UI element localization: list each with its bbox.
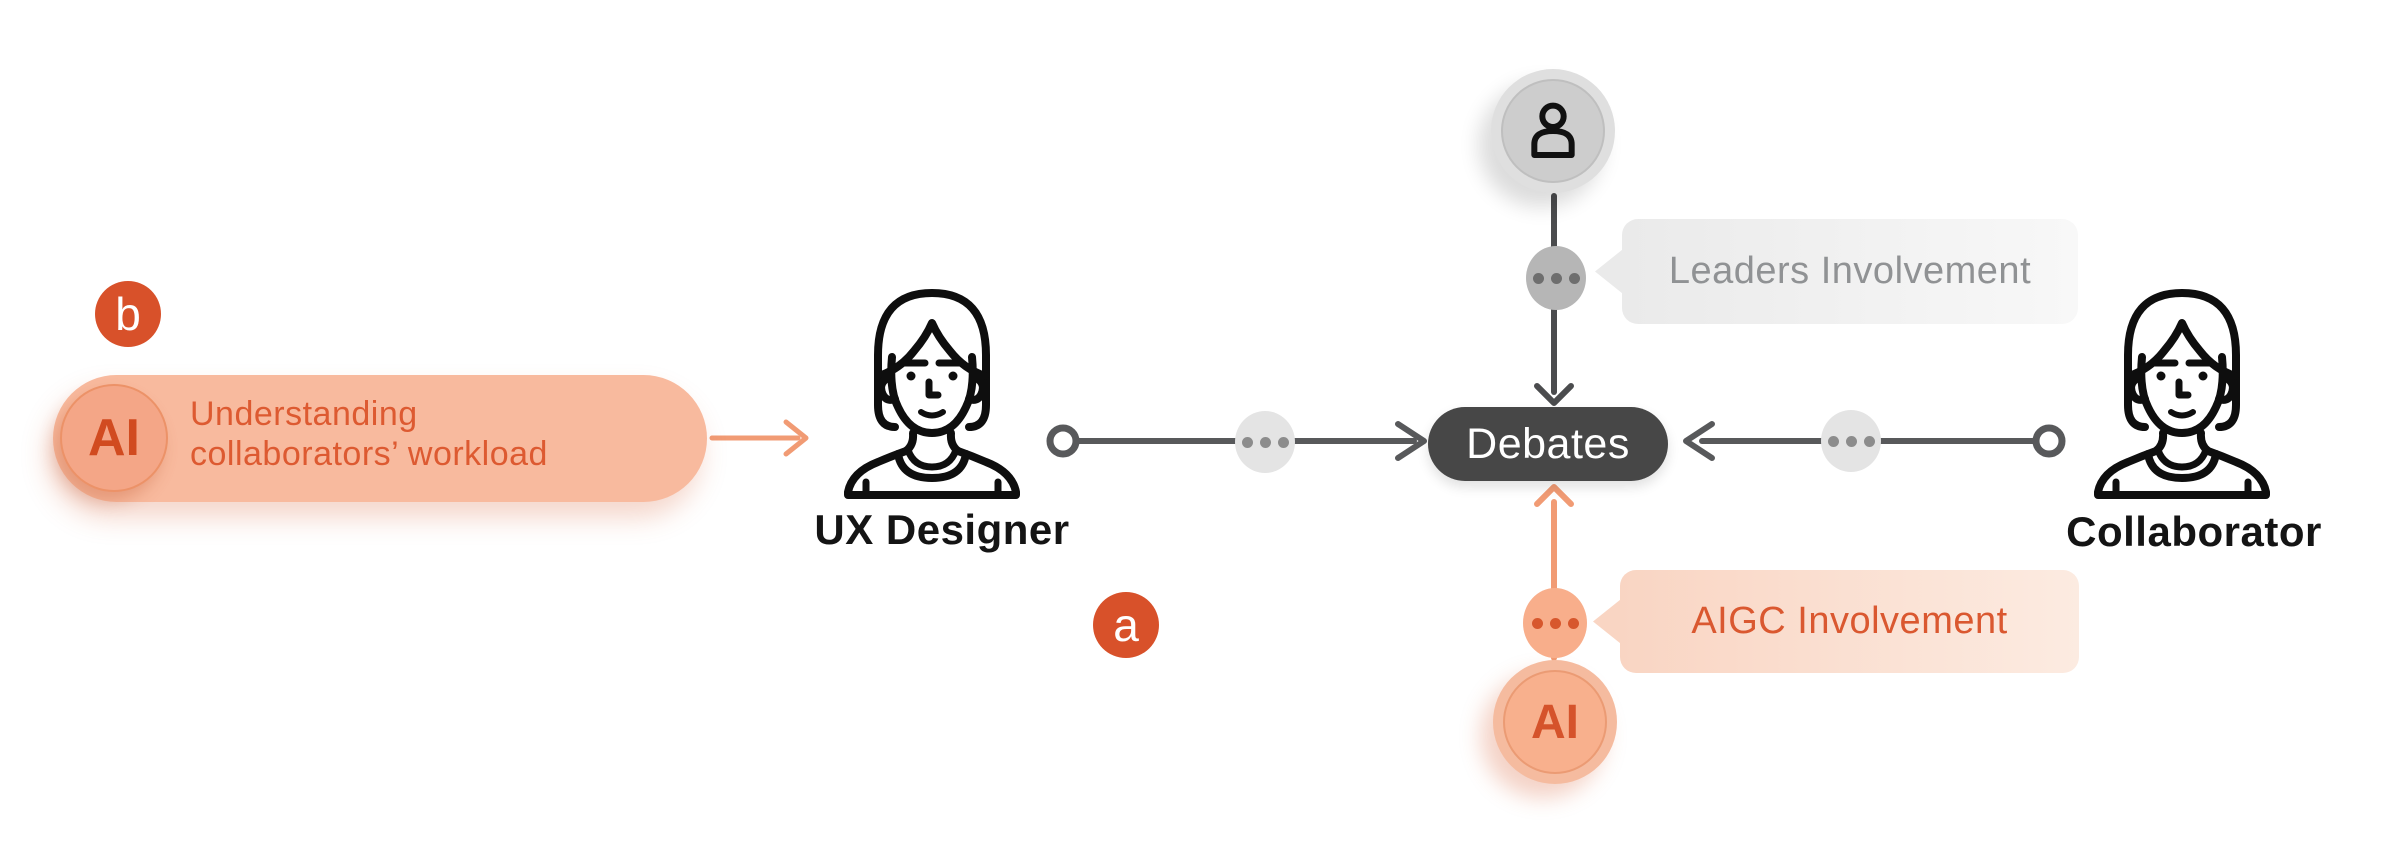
- marker-a: a: [1093, 592, 1159, 658]
- marker-b: b: [95, 281, 161, 347]
- ellipsis-icon: [1523, 588, 1587, 658]
- debates-node: Debates: [1428, 407, 1668, 481]
- collaborator-avatar: [2094, 289, 2270, 499]
- aigc-involvement-bubble: AIGC Involvement: [1620, 570, 2079, 673]
- collaborator-label: Collaborator: [2066, 508, 2322, 555]
- person-icon: [1531, 102, 1575, 158]
- ux-designer-label: UX Designer: [814, 506, 1070, 553]
- leader-node-inner: [1501, 79, 1605, 183]
- ai-callout-line2: collaborators’ workload: [190, 435, 548, 473]
- leaders-involvement-label: Leaders Involvement: [1668, 250, 2032, 292]
- ai-node-badge: AI: [1503, 670, 1607, 774]
- leader-node: [1491, 69, 1615, 193]
- line-start-circle: [2032, 424, 2066, 458]
- line-start-circle: [1046, 424, 1080, 458]
- ai-callout-line1: Understanding: [190, 395, 418, 433]
- leaders-involvement-bubble: Leaders Involvement: [1622, 219, 2078, 324]
- ellipsis-icon: [1821, 410, 1881, 472]
- ai-callout-arrow: [709, 419, 809, 457]
- ai-callout-text: Understanding collaborators’ workload: [190, 394, 548, 474]
- ai-node: AI: [1493, 660, 1617, 784]
- ellipsis-icon: [1235, 411, 1295, 473]
- ellipsis-icon: [1526, 246, 1586, 310]
- ux-designer-avatar: [844, 289, 1020, 499]
- ai-badge: AI: [60, 384, 168, 492]
- aigc-involvement-label: AIGC Involvement: [1691, 600, 2008, 642]
